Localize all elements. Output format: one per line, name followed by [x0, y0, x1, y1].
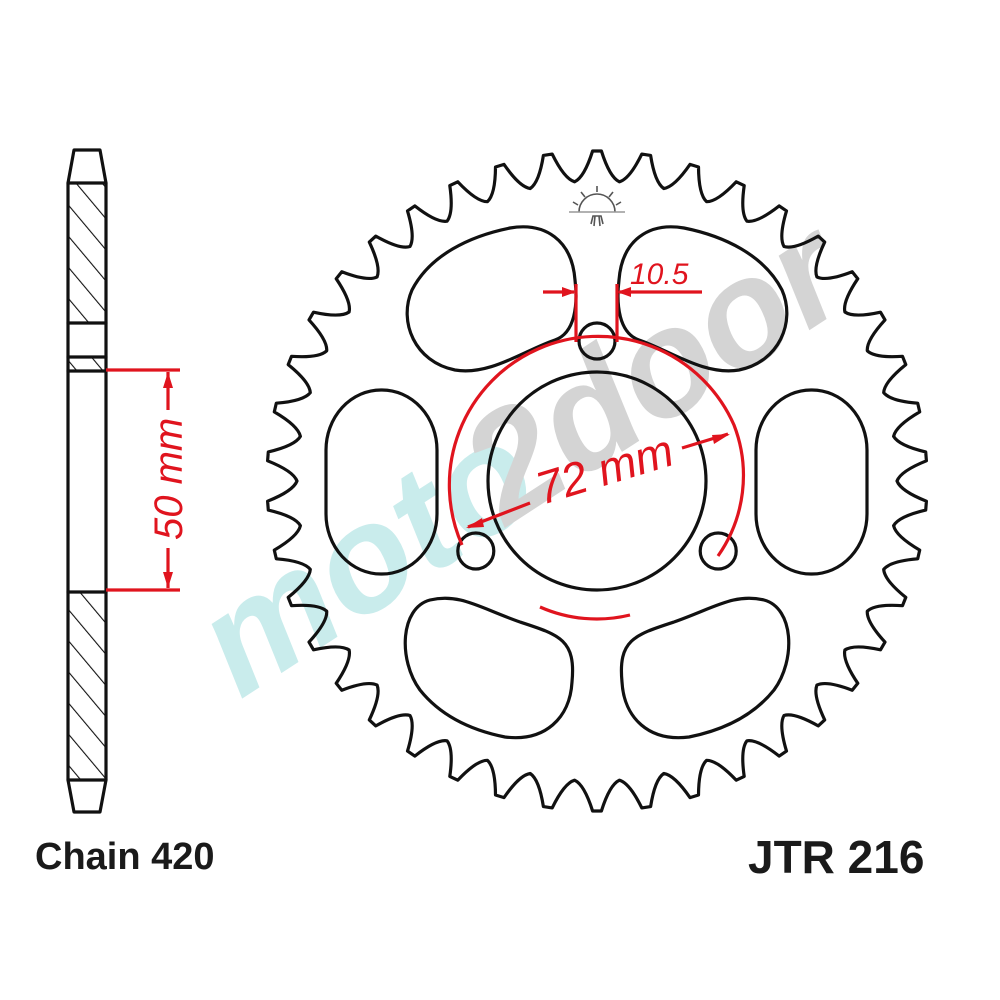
profile-outline — [66, 148, 108, 814]
chain-size-label: Chain 420 — [35, 836, 215, 878]
hub-offset-dimension: 50 mm — [106, 368, 191, 592]
cutout-right — [754, 388, 869, 576]
hatch-hub-top — [68, 357, 106, 371]
sun-logo-icon — [569, 186, 625, 227]
side-profile — [66, 148, 108, 814]
bolt-hole-label: 10.5 — [630, 258, 689, 291]
bolt-hole — [698, 531, 738, 571]
sprocket-teeth — [266, 149, 928, 813]
cutout-lower-right — [619, 596, 791, 740]
hub-offset-label: 50 mm — [147, 418, 191, 540]
cutout-upper-left — [405, 225, 578, 373]
part-number-label: JTR 216 — [748, 831, 925, 883]
cutout-left — [324, 388, 439, 576]
bolt-hole — [456, 531, 496, 571]
cutout-upper-right — [616, 225, 789, 373]
hatch-upper — [68, 183, 106, 323]
watermark: moto 2door — [166, 182, 880, 727]
bolt-holes — [456, 321, 738, 571]
bolt-hole-dimension: 10.5 — [543, 258, 702, 342]
cutout-lower-left — [403, 596, 575, 740]
hatch-lower — [68, 592, 106, 780]
bolt-hole — [577, 321, 617, 361]
center-hole — [486, 370, 708, 592]
